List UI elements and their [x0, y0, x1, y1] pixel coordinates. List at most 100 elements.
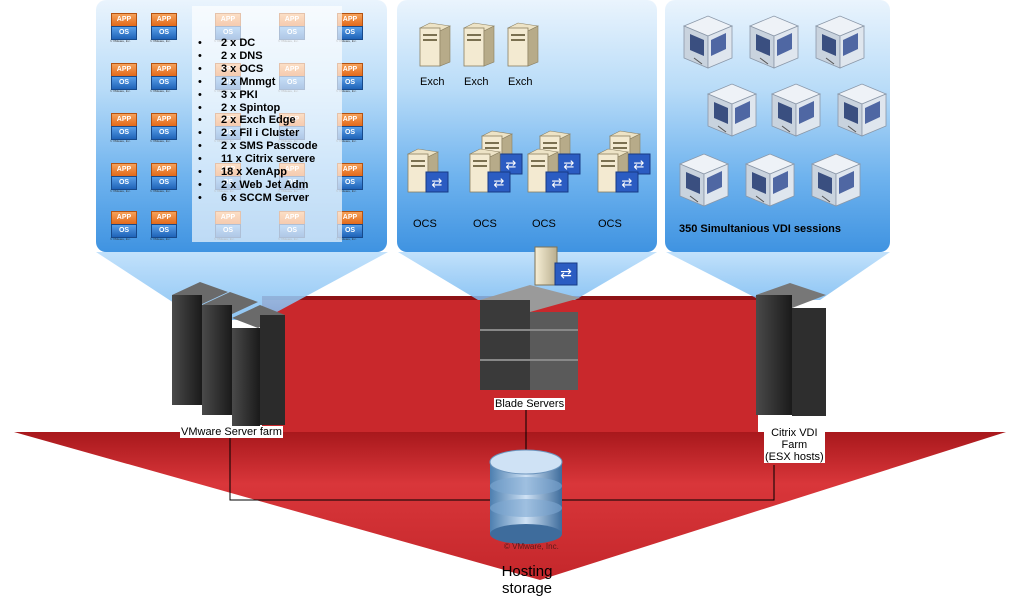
- vm-role-item: 2 x SMS Passcode: [198, 140, 318, 153]
- blade-ocs-server-icon: ⇄: [533, 243, 578, 287]
- vm-icon-caption: © VMware, Inc.: [110, 39, 131, 43]
- vm-role-item: 2 x Spintop: [198, 102, 318, 115]
- vdi-desktop-icon: [742, 150, 796, 210]
- vdi-caption: 350 Simultanious VDI sessions: [679, 223, 842, 235]
- vm-role-item: 3 x PKI: [198, 89, 318, 102]
- vm-icon-caption: © VMware, Inc.: [336, 139, 357, 143]
- vm-icon-caption: © VMware, Inc.: [150, 237, 171, 241]
- vdi-desktop-icon: [676, 150, 730, 210]
- vdi-desktop-icon: [680, 12, 734, 72]
- ocs-server-icon: ⇄: [524, 148, 572, 203]
- vm-role-item: 2 x Web Jet Adm: [198, 179, 318, 192]
- vm-icon-caption: © VMware, Inc.: [336, 237, 357, 241]
- vm-icon-caption: © VMware, Inc.: [336, 39, 357, 43]
- vmware-server-farm-icon: [172, 282, 285, 436]
- vm-role-item: 2 x DC: [198, 37, 318, 50]
- exchange-server-icon: [460, 22, 508, 77]
- ocs-server-icon: ⇄: [594, 148, 642, 203]
- vdi-desktop-icon: [808, 150, 862, 210]
- citrix-label-line3: (ESX hosts): [765, 451, 824, 463]
- vm-os-badge: OS: [151, 126, 177, 140]
- ocs-server-label: OCS: [598, 218, 622, 230]
- vm-os-badge: OS: [337, 76, 363, 90]
- storage-watermark: © VMware, Inc.: [504, 542, 559, 551]
- storage-label: Hosting storage: [498, 563, 556, 597]
- ocs-server-label: OCS: [473, 218, 497, 230]
- vm-icon-caption: © VMware, Inc.: [110, 189, 131, 193]
- vm-icon-caption: © VMware, Inc.: [110, 89, 131, 93]
- vm-icon-caption: © VMware, Inc.: [110, 139, 131, 143]
- vm-app-badge: APP: [111, 13, 137, 27]
- exchange-server-icon: [416, 22, 464, 77]
- vm-icon-caption: © VMware, Inc.: [336, 189, 357, 193]
- vm-role-list: 2 x DC2 x DNS3 x OCS2 x Mnmgt3 x PKI2 x …: [198, 37, 318, 205]
- citrix-farm-label: Citrix VDI Farm (ESX hosts): [764, 427, 825, 463]
- vm-icon-caption: © VMware, Inc.: [150, 89, 171, 93]
- vm-app-badge: APP: [151, 63, 177, 77]
- storage-label-line1: Hosting: [501, 563, 553, 580]
- exchange-server-icon: [504, 22, 552, 77]
- vm-icon-caption: © VMware, Inc.: [150, 189, 171, 193]
- ocs-server-icon: ⇄: [466, 148, 514, 203]
- vm-os-badge: OS: [337, 126, 363, 140]
- vm-os-badge: OS: [111, 176, 137, 190]
- vm-app-badge: APP: [111, 211, 137, 225]
- vdi-desktop-icon: [746, 12, 800, 72]
- vdi-desktop-icon: [704, 80, 758, 140]
- citrix-rack-icon: [756, 283, 826, 416]
- vm-os-badge: OS: [151, 26, 177, 40]
- vm-os-badge: OS: [111, 224, 137, 238]
- svg-text:⇄: ⇄: [622, 176, 633, 191]
- svg-text:⇄: ⇄: [506, 158, 517, 173]
- svg-text:⇄: ⇄: [552, 176, 563, 191]
- vm-icon-caption: © VMware, Inc.: [150, 139, 171, 143]
- cone-vmware: [96, 252, 388, 320]
- blade-servers-icon: [480, 285, 580, 390]
- vm-os-badge: OS: [111, 126, 137, 140]
- ocs-server-label: OCS: [532, 218, 556, 230]
- vm-os-badge: OS: [151, 76, 177, 90]
- svg-text:⇄: ⇄: [634, 158, 645, 173]
- vm-app-badge: APP: [111, 63, 137, 77]
- vmware-farm-label: VMware Server farm: [180, 426, 283, 438]
- cone-citrix: [666, 252, 890, 300]
- vdi-desktop-icon: [812, 12, 866, 72]
- citrix-label-line2: Farm: [781, 439, 808, 451]
- vm-app-badge: APP: [151, 113, 177, 127]
- vm-role-item: 6 x SCCM Server: [198, 192, 318, 205]
- vm-role-item: 2 x Exch Edge: [198, 114, 318, 127]
- vm-icon-caption: © VMware, Inc.: [336, 89, 357, 93]
- svg-text:⇄: ⇄: [494, 176, 505, 191]
- vm-role-item: 2 x Fil i Cluster: [198, 127, 318, 140]
- exchange-server-label: Exch: [420, 76, 445, 88]
- ocs-server-icon: ⇄: [404, 148, 452, 203]
- vm-role-item: 2 x DNS: [198, 50, 318, 63]
- svg-text:⇄: ⇄: [560, 266, 572, 282]
- vm-os-badge: OS: [111, 26, 137, 40]
- vm-role-item: 3 x OCS: [198, 63, 318, 76]
- blade-servers-label: Blade Servers: [494, 398, 566, 410]
- vm-app-badge: APP: [151, 163, 177, 177]
- vm-app-badge: APP: [111, 163, 137, 177]
- vm-role-item: 18 x XenApp: [198, 166, 318, 179]
- ocs-server-label: OCS: [413, 218, 437, 230]
- cone-blade: [398, 252, 657, 300]
- vm-app-badge: APP: [151, 13, 177, 27]
- citrix-label-line1: Citrix VDI: [771, 427, 818, 439]
- vm-app-badge: APP: [151, 211, 177, 225]
- vm-icon-caption: © VMware, Inc.: [150, 39, 171, 43]
- vm-os-badge: OS: [151, 176, 177, 190]
